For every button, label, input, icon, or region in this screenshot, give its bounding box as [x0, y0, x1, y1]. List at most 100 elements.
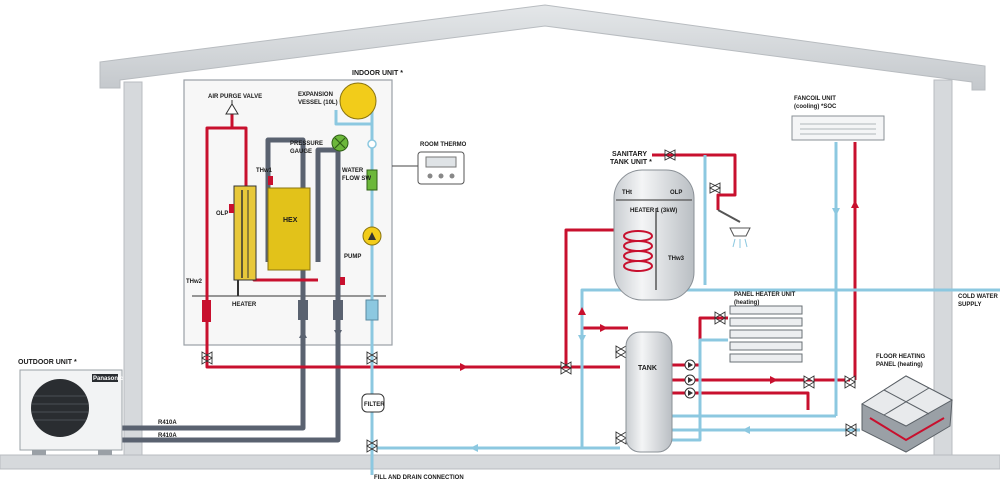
room-thermo-screen	[425, 156, 457, 168]
room-thermo-label: ROOM THERMO	[420, 142, 467, 148]
house-frame	[0, 4, 1000, 470]
arrow-red-3	[578, 307, 586, 315]
buffer-tank-label: TANK	[638, 365, 657, 372]
hex-label: HEX	[283, 217, 298, 224]
cold-water-label-2: SUPPLY	[958, 302, 981, 308]
expansion-vessel-label-2: VESSEL (10L)	[298, 100, 338, 106]
heater-label: HEATER	[232, 302, 257, 308]
arrow-grey-1	[299, 330, 307, 338]
indoor-connector-blue	[365, 299, 379, 321]
floor-heating-coil	[869, 417, 945, 442]
floor-heating-panel	[860, 375, 954, 453]
pump-arrow-icon	[688, 362, 693, 368]
valve-icon	[615, 345, 627, 359]
valve-icon	[615, 431, 627, 445]
valve-icon	[663, 149, 677, 161]
panel-heater-label-2: (heating)	[734, 300, 759, 306]
valve-icon	[844, 375, 856, 389]
outdoor-unit-label: OUTDOOR UNIT *	[18, 359, 77, 366]
backup-heater-column	[233, 185, 257, 281]
shower-pipe	[717, 209, 741, 223]
floor-heating-label-1: FLOOR HEATING	[876, 354, 926, 360]
filter-label: FILTER	[364, 402, 385, 408]
flow-arrows	[299, 200, 859, 452]
tank-circulation-pumps	[684, 359, 696, 399]
thw2-label: THw2	[186, 279, 203, 285]
hot-pipe-to-tank	[580, 326, 628, 367]
filter-icon	[361, 393, 385, 413]
outdoor-unit-foot-right	[98, 450, 112, 455]
pump-arrow-icon	[368, 232, 376, 240]
sanitary-tank-label-2: TANK UNIT *	[610, 159, 652, 166]
house-floor	[0, 454, 1000, 470]
floor-heating-label-2: PANEL (heating)	[876, 362, 923, 368]
valve-icon	[366, 351, 378, 365]
r410a-label-lower: R410A	[158, 433, 177, 439]
room-thermo-button[interactable]	[449, 173, 455, 179]
house-wall-left	[123, 81, 143, 458]
tank-th-label: THt	[622, 190, 632, 196]
fancoil-grille	[800, 123, 876, 135]
panel-heater-unit	[729, 305, 803, 363]
hot-pipe-sanitary-top	[652, 153, 737, 210]
floor-tile-line	[883, 387, 930, 416]
indoor-connector-grey-1	[298, 300, 308, 320]
valve-icon	[560, 361, 572, 375]
water-flow-sw-label-2: FLOW SW	[342, 176, 371, 182]
air-purge-valve-icon	[225, 103, 239, 115]
shower-head-icon	[729, 227, 751, 237]
arrow-red-1	[460, 363, 468, 371]
water-flow-sw-label-1: WATER	[342, 168, 364, 174]
outdoor-brand-badge	[92, 374, 118, 382]
arrow-red-2	[600, 324, 608, 332]
cold-pipe-sanitary-return	[580, 288, 1000, 448]
hot-pipe-indoor-left	[205, 112, 234, 300]
hot-pipe-indoor-inner	[232, 126, 248, 188]
sanitary-tank-body	[613, 169, 695, 301]
pressure-gauge-label-2: GAUGE	[290, 149, 312, 155]
hot-pipe-to-sanitary-coil	[564, 228, 628, 367]
hex-unit	[267, 187, 311, 271]
outdoor-fan-icon	[31, 379, 89, 437]
arrow-red-4	[851, 200, 859, 208]
valve-icon	[201, 351, 213, 365]
r410a-label-upper: R410A	[158, 420, 177, 426]
valve-icon	[366, 439, 378, 453]
thw1-label: THw1	[256, 168, 273, 174]
valve-icon	[803, 375, 815, 389]
indoor-sensor-red-right	[340, 277, 345, 285]
panel-heater-label-1: PANEL HEATER UNIT	[734, 292, 796, 298]
pump-label: PUMP	[344, 254, 361, 260]
fancoil-label-2: (cooling) *SOC	[794, 104, 837, 110]
buffer-tank-body	[625, 331, 673, 453]
valve-icon	[845, 423, 857, 437]
cold-water-label-1: COLD WATER	[958, 294, 999, 300]
arrow-blue-1	[470, 444, 478, 452]
water-flow-switch-icon	[366, 169, 378, 191]
outdoor-fan-grille	[32, 395, 88, 421]
outdoor-unit-foot-left	[32, 450, 46, 455]
room-thermo-button[interactable]	[438, 173, 444, 179]
expansion-vessel-label-1: EXPANSION	[298, 92, 333, 98]
hot-pipe-supply-main	[205, 300, 620, 369]
room-thermo-button[interactable]	[427, 173, 433, 179]
sanitary-coil	[623, 230, 653, 272]
valves	[201, 149, 857, 453]
fancoil-label-1: FANCOIL UNIT	[794, 96, 836, 102]
thw3-label: THw3	[668, 256, 685, 262]
expansion-vessel-icon	[339, 82, 377, 120]
indoor-unit-label: INDOOR UNIT *	[352, 70, 403, 77]
fancoil-unit	[791, 115, 885, 141]
air-purge-valve-label: AIR PURGE VALVE	[208, 94, 262, 100]
valve-icon	[714, 311, 726, 325]
thw1-sensor	[268, 176, 273, 185]
arrow-blue-3	[832, 208, 840, 216]
cold-pipe-tank-return-3	[672, 338, 728, 442]
arrow-blue-4	[742, 426, 750, 434]
pump-arrow-icon	[688, 377, 693, 383]
indoor-connector-grey-2	[333, 300, 343, 320]
house-roof	[99, 4, 986, 91]
arrow-grey-2	[334, 330, 342, 338]
hot-pipe-tank-out-3	[672, 391, 810, 410]
